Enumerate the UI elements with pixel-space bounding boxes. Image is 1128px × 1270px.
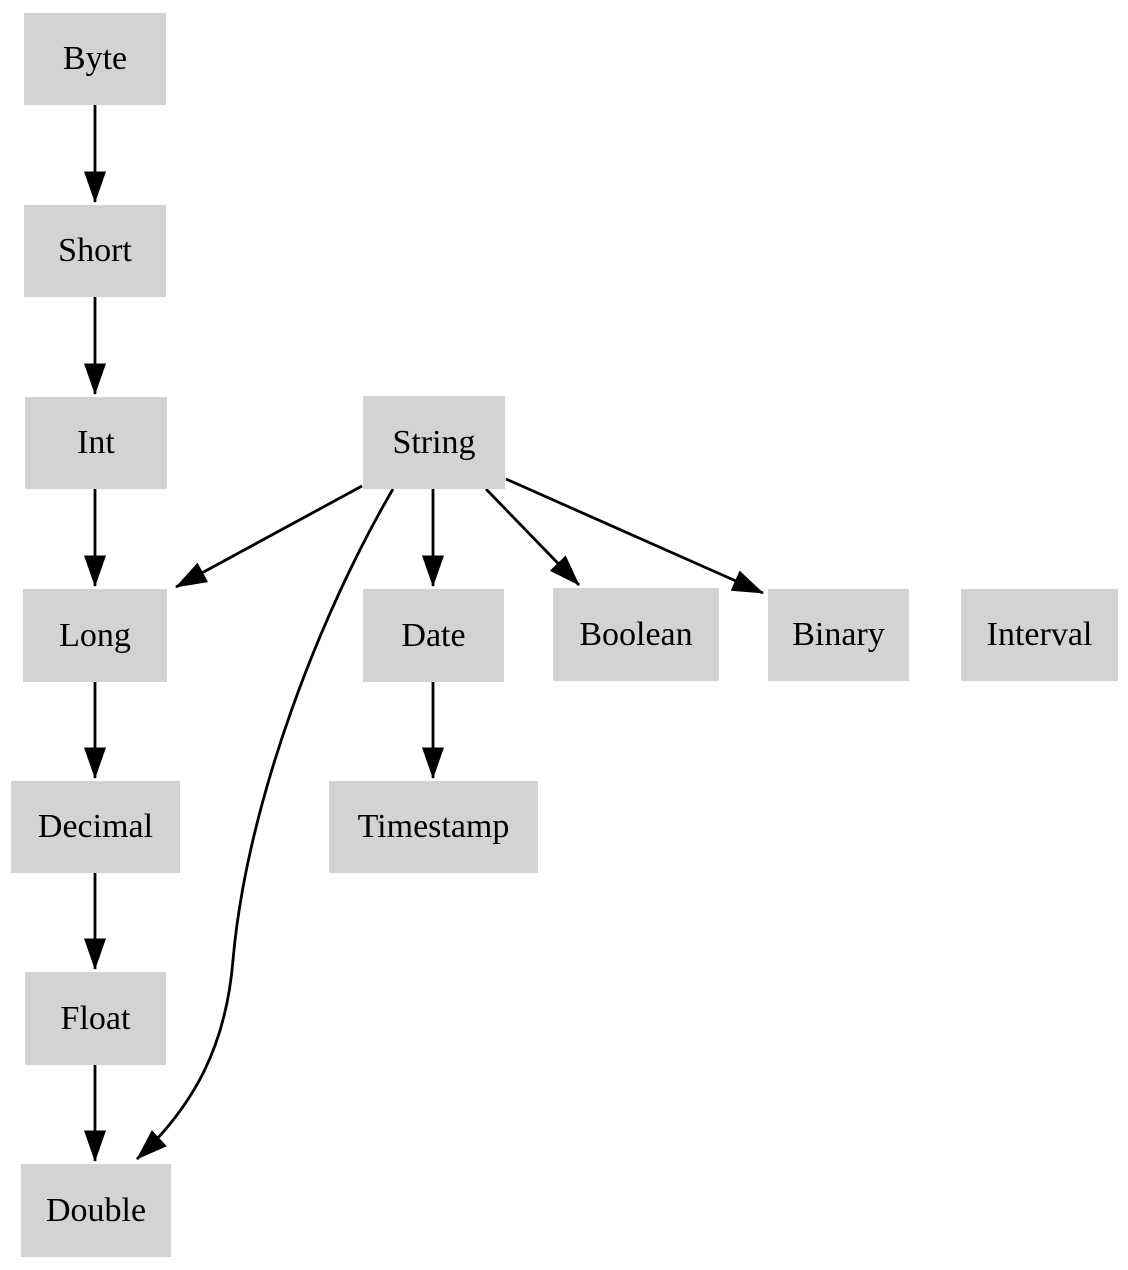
node-label-timestamp: Timestamp: [357, 808, 510, 845]
node-label-interval: Interval: [986, 616, 1093, 653]
node-byte: Byte: [24, 13, 166, 105]
node-decimal: Decimal: [11, 781, 180, 873]
edge-string-to-boolean: [484, 488, 581, 586]
node-double: Double: [21, 1164, 171, 1257]
node-long: Long: [23, 589, 167, 682]
edge-string-to-long: [175, 484, 363, 589]
node-short: Short: [24, 205, 166, 297]
node-string: String: [363, 396, 505, 489]
node-boolean: Boolean: [553, 588, 719, 681]
node-date: Date: [363, 589, 504, 682]
node-label-binary: Binary: [792, 616, 885, 653]
node-label-float: Float: [60, 999, 131, 1037]
node-label-int: Int: [77, 424, 115, 461]
edge-string-to-double: [136, 488, 395, 1161]
node-label-string: String: [392, 423, 476, 461]
node-label-long: Long: [59, 616, 131, 654]
node-label-boolean: Boolean: [579, 615, 693, 653]
node-label-decimal: Decimal: [37, 808, 154, 845]
node-binary: Binary: [768, 589, 909, 681]
edge-string-to-binary: [505, 477, 764, 595]
node-label-date: Date: [401, 616, 466, 654]
node-int: Int: [25, 397, 167, 489]
node-label-short: Short: [58, 232, 132, 269]
node-interval: Interval: [961, 589, 1118, 681]
node-label-byte: Byte: [62, 40, 128, 77]
node-float: Float: [25, 972, 166, 1065]
node-label-double: Double: [45, 1191, 147, 1229]
node-timestamp: Timestamp: [329, 781, 538, 873]
